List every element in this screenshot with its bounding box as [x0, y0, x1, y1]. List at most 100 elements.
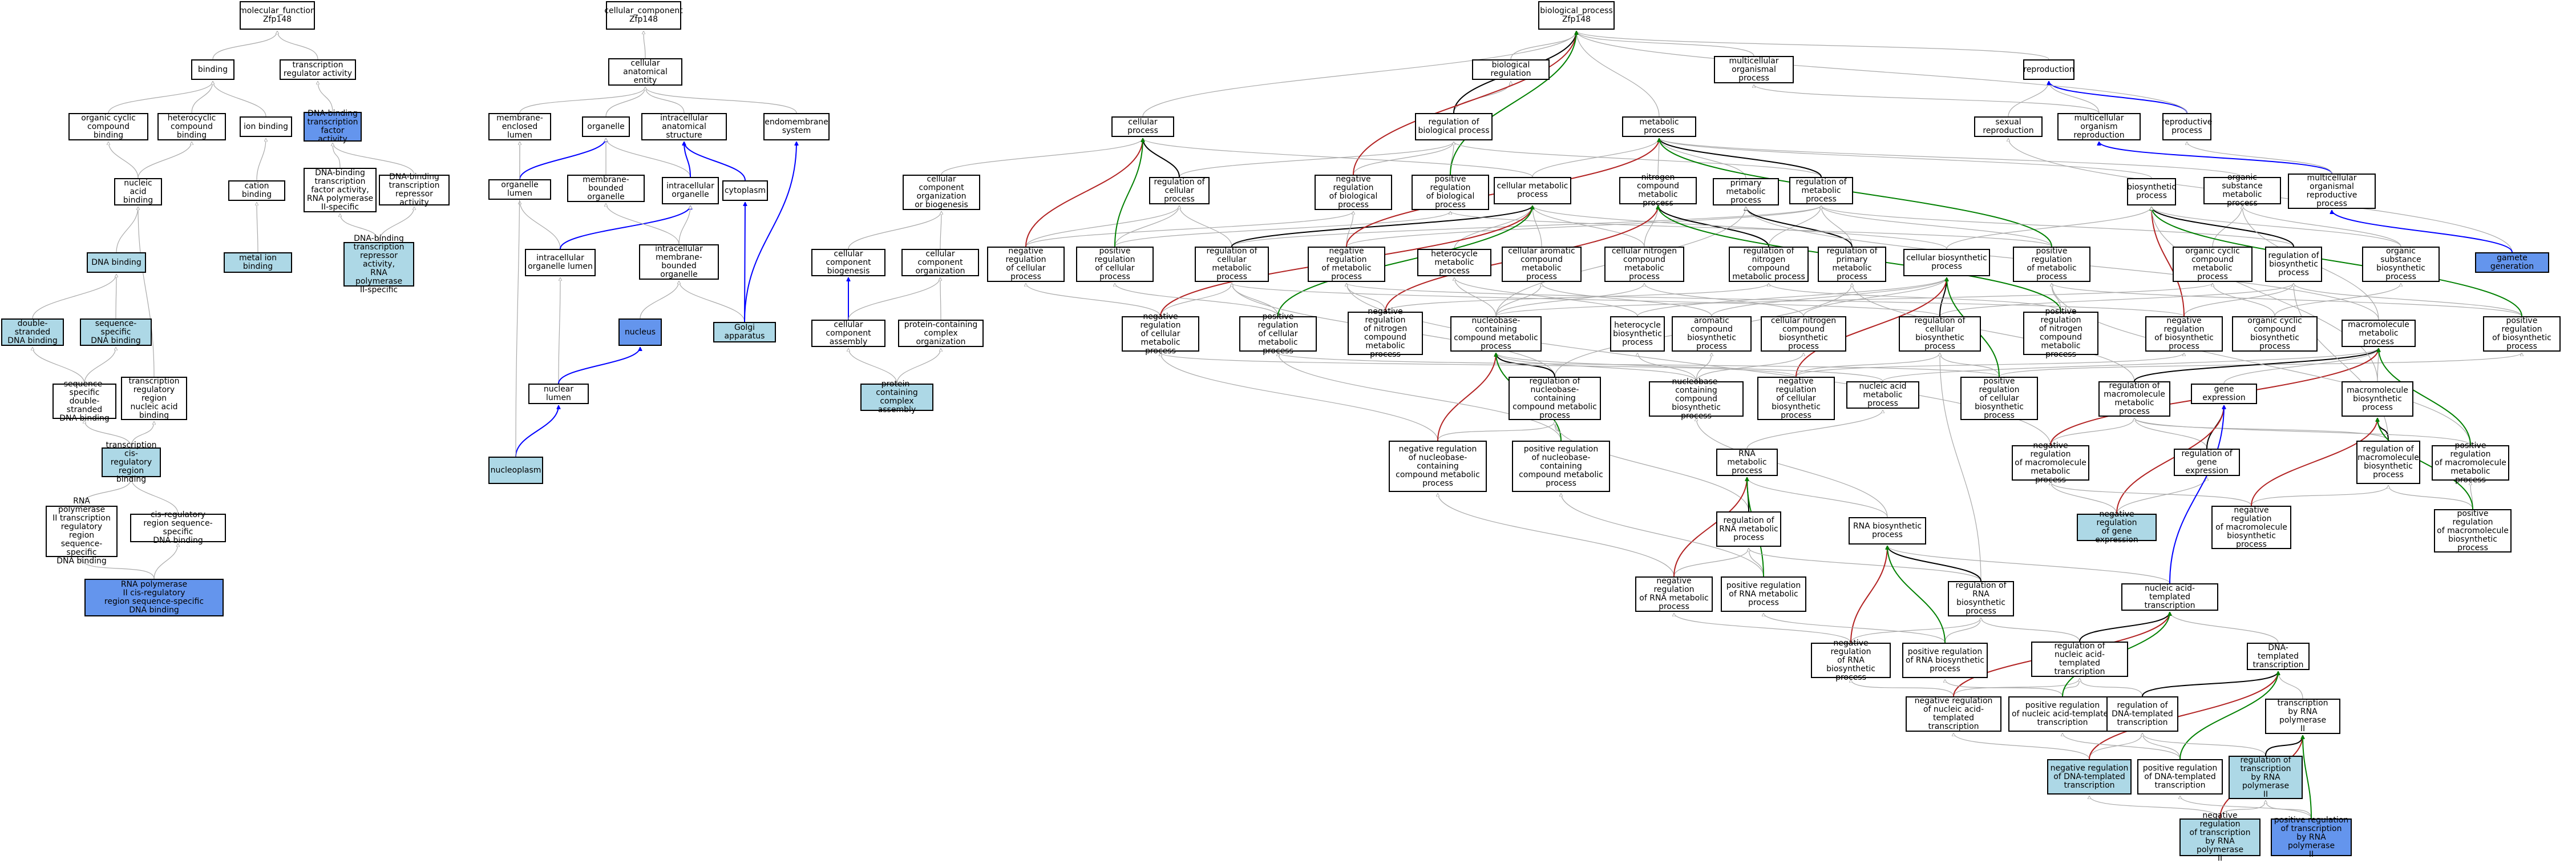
go-term-node-nabp[interactable]: nucleic acid metabolic process	[1846, 381, 1919, 409]
go-term-node-regncmp[interactable]: regulation of nitrogen compound metaboli…	[1729, 247, 1809, 282]
go-term-node-dnab[interactable]: DNA binding	[87, 252, 146, 273]
go-term-node-organelle[interactable]: organelle	[582, 116, 630, 137]
go-term-node-natt[interactable]: nucleic acid-templated transcription	[2121, 583, 2218, 611]
go-term-node-osbp[interactable]: organic substance biosynthetic process	[2362, 247, 2440, 282]
go-term-node-negrmp[interactable]: negative regulation of metabolic process	[1308, 247, 1385, 282]
go-term-node-regmbp[interactable]: regulation of macromolecule biosynthetic…	[2356, 441, 2420, 484]
go-term-node-negrtrnap2[interactable]: negative regulation of transcription by …	[2179, 812, 2260, 863]
go-term-node-ccorg[interactable]: cellular component organization	[901, 249, 979, 276]
go-term-node-cellproc[interactable]: cellular process	[1111, 116, 1174, 137]
go-term-node-pcca[interactable]: protein-containing complex assembly	[860, 380, 933, 414]
go-term-node-dbtfa[interactable]: DNA-binding transcription factor activit…	[304, 110, 362, 144]
go-term-node-tcrrb[interactable]: transcription cis-regulatory region bind…	[102, 441, 161, 483]
go-term-node-ccbio[interactable]: cellular component biogenesis	[811, 249, 885, 276]
go-term-node-occmp[interactable]: organic cyclic compound metabolic proces…	[2173, 247, 2253, 282]
go-term-node-rnabp[interactable]: RNA biosynthetic process	[1849, 517, 1926, 545]
go-term-node-posrmp[interactable]: positive regulation of metabolic process	[2013, 247, 2090, 282]
go-term-node-mbp[interactable]: macromolecule biosynthetic process	[2342, 381, 2413, 417]
go-term-node-metproc[interactable]: metabolic process	[1622, 116, 1696, 137]
go-term-node-mulrep[interactable]: multicellular organism reproduction	[2057, 113, 2141, 140]
go-term-node-dsdna[interactable]: double-stranded DNA binding	[1, 318, 64, 346]
go-term-node-melumen[interactable]: membrane-enclosed lumen	[488, 113, 551, 140]
go-term-node-regcp[interactable]: regulation of cellular process	[1149, 177, 1210, 204]
go-term-node-regnbcmp[interactable]: regulation of nucleobase-containing comp…	[1509, 377, 1601, 420]
go-term-node-posrcmp[interactable]: positive regulation of cellular metaboli…	[1239, 312, 1317, 355]
go-term-node-ssdsdna[interactable]: sequence-specific double-stranded DNA bi…	[52, 380, 116, 422]
go-term-node-hbp[interactable]: heterocycle biosynthetic process	[1610, 316, 1665, 352]
go-term-node-posrnatt[interactable]: positive regulation of nucleic acid-temp…	[2008, 696, 2117, 732]
go-term-node-regcmp[interactable]: regulation of cellular metabolic process	[1195, 247, 1269, 282]
go-term-node-posrcbp[interactable]: positive regulation of cellular biosynth…	[1960, 377, 2038, 420]
go-term-node-imbo[interactable]: intracellular membrane-bounded organelle	[639, 244, 719, 280]
go-term-node-crrss[interactable]: cis-regulatory region sequence-specific …	[130, 511, 226, 545]
go-term-node-ias[interactable]: intracellular anatomical structure	[641, 113, 727, 140]
go-term-node-macromp[interactable]: macromolecule metabolic process	[2342, 320, 2416, 347]
go-term-node-negrnbcmp[interactable]: negative regulation of nucleobase-contai…	[1389, 441, 1487, 492]
go-term-node-mf[interactable]: molecular_function Zfp148	[239, 1, 316, 30]
go-term-node-regrnamp[interactable]: regulation of RNA metabolic process	[1716, 511, 1781, 547]
go-term-node-posrdtt[interactable]: positive regulation of DNA-templated tra…	[2137, 759, 2223, 795]
go-term-node-negrmmp[interactable]: negative regulation of macromolecule met…	[2012, 441, 2089, 484]
go-term-node-metb[interactable]: metal ion binding	[224, 252, 292, 273]
go-term-node-regcbp[interactable]: regulation of cellular biosynthetic proc…	[1899, 316, 1981, 352]
go-term-node-dtt[interactable]: DNA-templated transcription	[2247, 643, 2310, 670]
go-term-node-cae[interactable]: cellular anatomical entity	[608, 58, 682, 86]
go-term-node-rnamp[interactable]: RNA metabolic process	[1716, 449, 1778, 476]
go-term-node-posrbiop[interactable]: positive regulation of biosynthetic proc…	[2483, 316, 2561, 352]
go-term-node-posrcp[interactable]: positive regulation of cellular process	[1076, 247, 1154, 282]
go-term-node-nbcmp[interactable]: nucleobase-containing compound metabolic…	[1450, 316, 1542, 352]
go-term-node-ccob[interactable]: cellular component organization or bioge…	[903, 175, 980, 210]
go-term-node-posrrnamp[interactable]: positive regulation of RNA metabolic pro…	[1721, 576, 1806, 612]
go-term-node-geneexp[interactable]: gene expression	[2191, 384, 2257, 404]
go-term-node-negrdtt[interactable]: negative regulation of DNA-templated tra…	[2047, 759, 2132, 795]
go-term-node-negrcp[interactable]: negative regulation of cellular process	[987, 247, 1065, 282]
go-term-node-mbo[interactable]: membrane-bounded organelle	[567, 175, 645, 202]
go-term-node-cellmet[interactable]: cellular metabolic process	[1494, 177, 1571, 204]
go-term-node-regtrnap2[interactable]: regulation of transcription by RNA polym…	[2229, 756, 2303, 799]
go-term-node-sexrep[interactable]: sexual reproduction	[1974, 116, 2043, 137]
go-term-node-nab[interactable]: nucleic acid binding	[114, 178, 162, 205]
go-term-node-posrmmp[interactable]: positive regulation of macromolecule met…	[2432, 441, 2509, 484]
go-term-node-nbcbp[interactable]: nucleobase-containing compound biosynthe…	[1649, 377, 1744, 420]
go-term-node-trra[interactable]: transcription regulator activity	[280, 59, 356, 80]
go-term-node-catb[interactable]: cation binding	[228, 180, 285, 201]
go-term-node-regpmp[interactable]: regulation of primary metabolic process	[1818, 247, 1886, 282]
go-term-node-biosyn[interactable]: biosynthetic process	[2127, 178, 2176, 205]
go-term-node-dbtra2[interactable]: DNA-binding transcription repressor acti…	[343, 234, 414, 294]
go-term-node-binding[interactable]: binding	[191, 59, 234, 80]
go-term-node-trrnab[interactable]: transcription regulatory region nucleic …	[121, 377, 187, 420]
go-term-node-negrbp[interactable]: negative regulation of biological proces…	[1315, 175, 1392, 210]
go-term-node-cellbio[interactable]: cellular biosynthetic process	[1903, 249, 1990, 276]
go-term-node-morp[interactable]: multicellular organismal reproductive pr…	[2288, 174, 2376, 209]
go-term-node-cncbp[interactable]: cellular nitrogen compound biosynthetic …	[1761, 316, 1846, 352]
go-term-node-regrnabp[interactable]: regulation of RNA biosynthetic process	[1948, 581, 2014, 616]
go-term-node-cacmp[interactable]: cellular aromatic compound metabolic pro…	[1502, 247, 1582, 282]
go-term-node-regge[interactable]: regulation of gene expression	[2174, 449, 2240, 476]
go-term-node-osmp[interactable]: organic substance metabolic process	[2203, 174, 2281, 208]
go-term-node-posrtrnap2[interactable]: positive regulation of transcription by …	[2271, 816, 2352, 858]
go-term-node-rnap2trr[interactable]: RNA polymerase II transcription regulato…	[46, 497, 118, 566]
go-term-node-ionb[interactable]: ion binding	[240, 116, 292, 137]
go-term-node-repproc[interactable]: reproductive process	[2162, 113, 2212, 140]
go-term-node-nucleus[interactable]: nucleus	[618, 318, 662, 346]
go-term-node-negrrnamp[interactable]: negative regulation of RNA metabolic pro…	[1635, 576, 1713, 612]
go-term-node-primmet[interactable]: primary metabolic process	[1713, 178, 1779, 205]
go-term-node-posrbp[interactable]: positive regulation of biological proces…	[1412, 175, 1489, 210]
go-term-node-nucleoplasm[interactable]: nucleoplasm	[488, 457, 543, 484]
go-term-node-trnap2[interactable]: transcription by RNA polymerase II	[2265, 699, 2340, 734]
go-term-node-regmmp[interactable]: regulation of macromolecule metabolic pr…	[2098, 381, 2170, 417]
go-term-node-pcco[interactable]: protein-containing complex organization	[898, 320, 984, 347]
go-term-node-dbtfa2[interactable]: DNA-binding transcription factor activit…	[304, 168, 377, 212]
go-term-node-posrnbcmp[interactable]: positive regulation of nucleobase-contai…	[1512, 441, 1610, 492]
go-term-node-cc[interactable]: cellular_component Zfp148	[604, 1, 683, 30]
go-term-node-ccassm[interactable]: cellular component assembly	[811, 320, 885, 347]
go-term-node-posrrnabp[interactable]: positive regulation of RNA biosynthetic …	[1902, 643, 1988, 678]
go-term-node-ncmp[interactable]: nitrogen compound metabolic process	[1619, 174, 1697, 208]
go-term-node-negrge[interactable]: negative regulation of gene expression	[2077, 510, 2157, 545]
go-term-node-orglumen[interactable]: organelle lumen	[488, 179, 551, 200]
go-term-node-golgi[interactable]: Golgi apparatus	[713, 322, 776, 342]
go-term-node-rnap2cr[interactable]: RNA polymerase II cis-regulatory region …	[84, 579, 224, 616]
go-term-node-cytoplasm[interactable]: cytoplasm	[722, 180, 768, 201]
go-term-node-posrncmp[interactable]: positive regulation of nitrogen compound…	[2023, 308, 2098, 359]
go-term-node-negrbiop[interactable]: negative regulation of biosynthetic proc…	[2145, 316, 2223, 352]
